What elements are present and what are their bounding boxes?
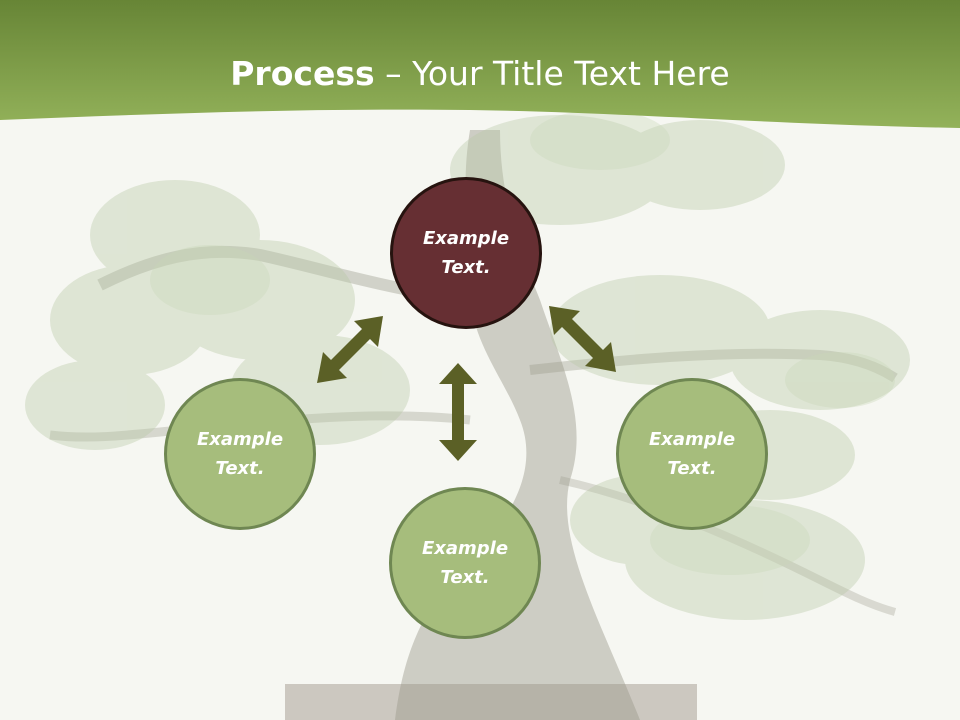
process-node-top: Example Text. [390, 177, 542, 329]
process-node-bottom-text: Example Text. [421, 538, 509, 588]
process-node-right-text: Example Text. [648, 429, 736, 479]
slide-title: Process – Your Title Text Here [0, 50, 960, 98]
process-node-bottom: Example Text. [389, 487, 541, 639]
header-banner [0, 0, 960, 128]
process-node-right: Example Text. [616, 378, 768, 530]
title-bold: Process [230, 54, 375, 93]
process-node-left: Example Text. [164, 378, 316, 530]
title-rest: – Your Title Text Here [374, 54, 730, 93]
process-node-top-text: Example Text. [422, 228, 510, 278]
process-node-left-text: Example Text. [196, 429, 284, 479]
